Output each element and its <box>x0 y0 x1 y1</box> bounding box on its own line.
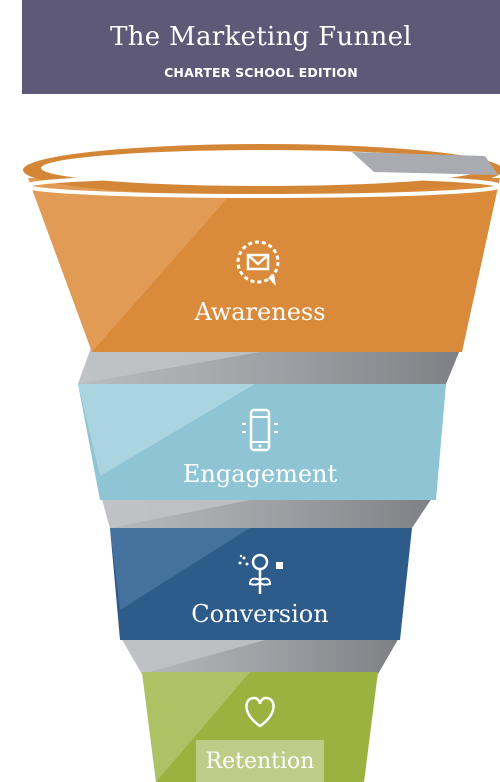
stage-label-retention: Retention <box>206 749 315 774</box>
heart-icon <box>245 696 275 728</box>
sprout-icon <box>238 553 283 594</box>
page-subtitle: CHARTER SCHOOL EDITION <box>164 65 358 80</box>
connector-2 <box>100 492 436 528</box>
page-title: The Marketing Funnel <box>110 22 412 52</box>
stage-label-engagement: Engagement <box>183 460 338 488</box>
stage-label-awareness: Awareness <box>193 298 325 326</box>
stage-label-conversion: Conversion <box>191 600 328 628</box>
smartphone-icon <box>242 408 278 452</box>
title-banner: The Marketing Funnel CHARTER SCHOOL EDIT… <box>22 0 500 94</box>
connector-1 <box>78 345 462 384</box>
connector-3 <box>120 636 400 674</box>
envelope-chat-icon <box>236 240 280 286</box>
funnel-stage-awareness <box>23 144 500 352</box>
